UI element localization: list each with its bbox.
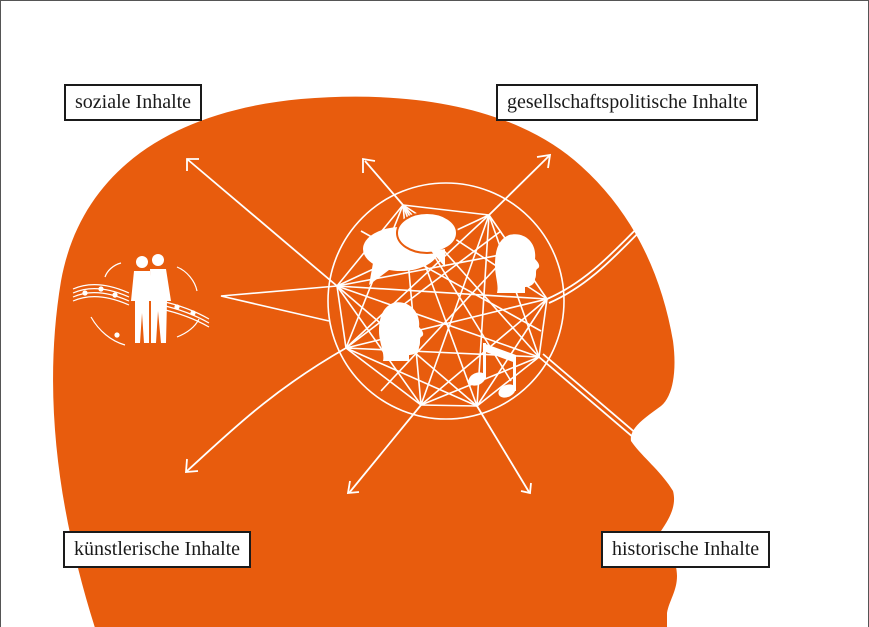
arrow-bottom-1: [476, 405, 530, 493]
arrow-social: [186, 158, 338, 287]
speech-bubbles-icon: [363, 212, 458, 285]
arrow-artistic: [186, 347, 347, 472]
head-profile-icon: [495, 234, 540, 293]
head-profile-icon: [379, 302, 424, 361]
label-socio-political-content: gesellschaftspolitische Inhalte: [496, 84, 759, 121]
label-social-content: soziale Inhalte: [64, 84, 203, 121]
arrow-top: [364, 160, 404, 206]
label-artistic-content: künstlerische Inhalte: [63, 531, 252, 568]
arrow-far-right: [546, 176, 699, 300]
label-historical-content: historische Inhalte: [601, 531, 771, 568]
music-note-icon: [468, 343, 516, 398]
connector-people: [220, 285, 338, 322]
arrow-bottom-2: [348, 404, 422, 494]
arrows: [185, 153, 703, 495]
music-notes-icon: [72, 262, 210, 346]
network-circle: [327, 182, 565, 420]
arrow-historical: [538, 356, 696, 491]
two-people-icon: [131, 254, 171, 343]
arrow-socio-political: [488, 155, 550, 216]
